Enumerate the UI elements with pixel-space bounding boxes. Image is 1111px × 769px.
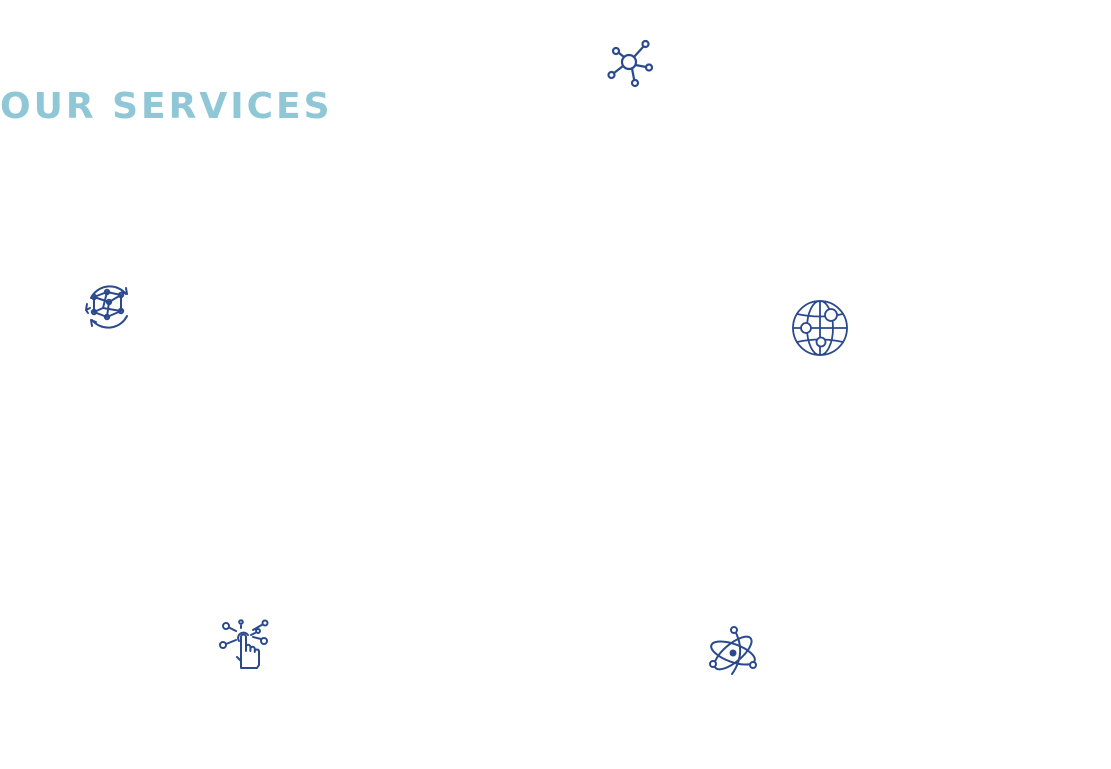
atom-icon [706, 624, 760, 680]
rotating-cube-icon [82, 280, 136, 334]
touch-gesture-icon [217, 617, 271, 673]
network-nodes-icon [604, 37, 658, 91]
page-title: OUR SERVICES [0, 86, 333, 127]
globe-network-icon [790, 298, 850, 358]
